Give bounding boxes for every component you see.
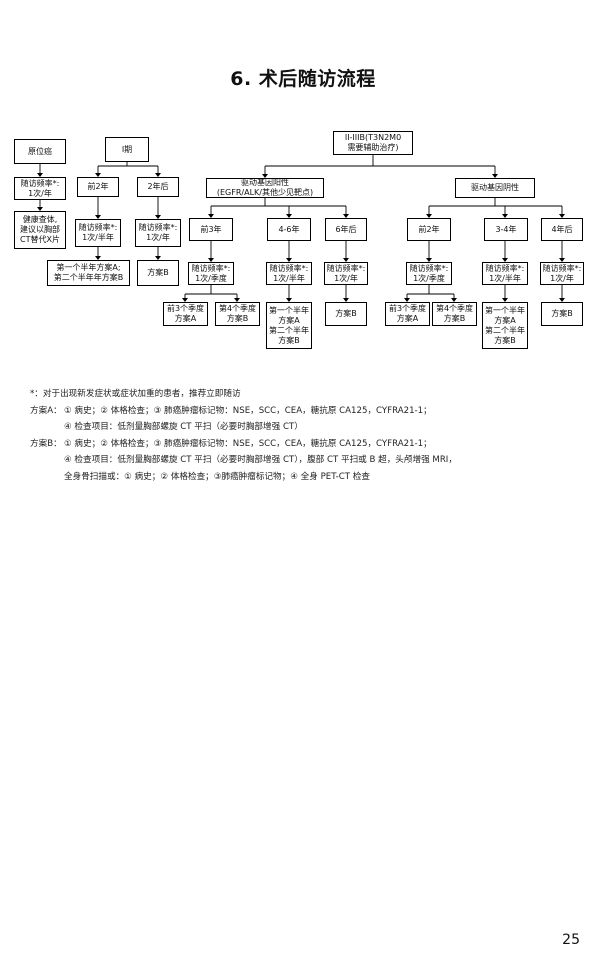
positive-first3-frequency-box: 随访频率*: 1次/季度 [188,262,234,285]
insitu-frequency-box: 随访频率*: 1次/年 [14,177,66,200]
positive-after6-box: 6年后 [325,218,367,241]
negative-first2-frequency-box: 随访频率*: 1次/季度 [406,262,452,285]
root-box: II-IIIB(T3N2M0 需要辅助治疗) [333,131,413,155]
insitu-exam-box: 健康查体, 建议以胸部 CT替代X片 [14,211,66,249]
positive-after6-plan-box: 方案B [325,302,367,326]
page-title: 6. 术后随访流程 [230,68,376,90]
footnotes: *：对于出现新发症状或症状加重的患者，推荐立即随访 方案A： ① 病史；② 体格… [30,386,590,485]
negative-after4-plan-box: 方案B [541,302,583,326]
negative-3-4-frequency-box: 随访频率*: 1次/半年 [482,262,528,285]
plan-b-line-3: 全身骨扫描或：① 病史；② 体格检查；③肺癌肿瘤标记物；④ 全身 PET-CT … [64,471,370,482]
positive-after6-frequency-box: 随访频率*: 1次/年 [324,262,368,285]
positive-4-6-box: 4-6年 [267,218,311,241]
plan-b-line-2: ④ 检查项目：低剂量胸部螺旋 CT 平扫（必要时胸部增强 CT），腹部 CT 平… [64,455,457,465]
plan-a-line-1: 方案A： ① 病史；② 体格检查；③ 肺癌肿瘤标记物：NSE，SCC，CEA，糖… [30,403,590,420]
flowchart-connectors [37,155,565,302]
positive-4-6-frequency-box: 随访频率*: 1次/半年 [266,262,312,285]
positive-first3-box: 前3年 [189,218,233,241]
plan-b-label: 方案B： [30,438,62,449]
page-number: 25 [562,932,580,948]
negative-3-4-box: 3-4年 [484,218,528,241]
plan-b-line-1: 方案B： ① 病史；② 体格检查；③ 肺癌肿瘤标记物：NSE，SCC，CEA，糖… [30,436,590,453]
stage1-first2-box: 前2年 [77,177,119,197]
negative-halves-plan-box: 第一个半年 方案A 第二个半年 方案B [482,302,528,349]
plan-a-line-2: ④ 检查项目：低剂量胸部螺旋 CT 平扫（必要时胸部增强 CT） [64,422,303,432]
insitu-box: 原位癌 [14,139,66,164]
stage1-after2-box: 2年后 [137,177,179,197]
plan-a-label: 方案A： [30,405,62,416]
negative-after4-box: 4年后 [541,218,583,241]
stage1-after2-frequency-box: 随访频率*: 1次/年 [135,219,181,247]
driver-positive-box: 驱动基因阳性 (EGFR/ALK/其他少见靶点) [206,178,324,198]
positive-q1-3-plan-box: 前3个季度 方案A [163,302,208,326]
star-note: *：对于出现新发症状或症状加重的患者，推荐立即随访 [30,389,241,399]
positive-halves-plan-box: 第一个半年 方案A 第二个半年 方案B [266,302,312,349]
positive-q4-plan-box: 第4个季度 方案B [215,302,260,326]
stage1-first2-frequency-box: 随访频率*: 1次/半年 [75,219,121,247]
negative-q4-plan-box: 第4个季度 方案B [432,302,477,326]
driver-negative-box: 驱动基因阴性 [455,178,535,198]
negative-first2-box: 前2年 [407,218,451,241]
negative-q1-3-plan-box: 前3个季度 方案A [385,302,430,326]
negative-after4-frequency-box: 随访频率*: 1次/年 [540,262,584,285]
stage1-box: I期 [105,137,149,162]
stage1-after2-plan-box: 方案B [137,260,179,286]
stage1-first2-plan-box: 第一个半年方案A; 第二个半年年方案B [47,260,130,286]
